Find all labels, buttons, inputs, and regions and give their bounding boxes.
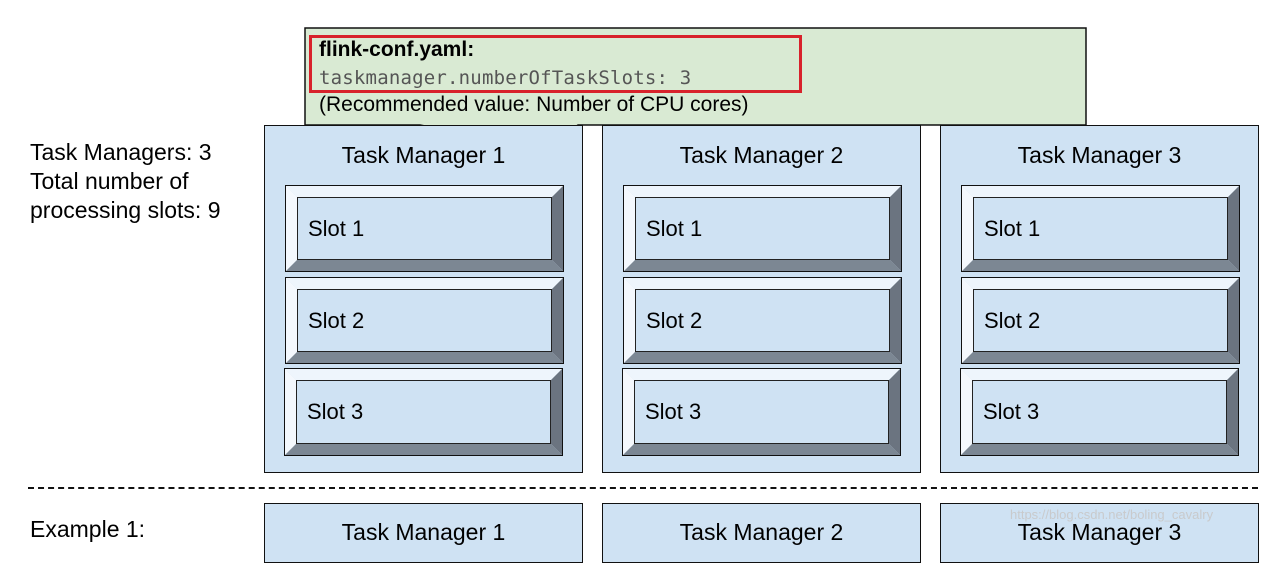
watermark: https://blog.csdn.net/boling_cavalry: [1010, 507, 1214, 522]
task-manager-title: Task Manager 3: [1017, 142, 1182, 168]
task-slot-label: Slot 3: [307, 399, 364, 424]
summary-task-managers: Task Managers: 3: [30, 139, 212, 165]
task-manager-panel: Task Manager 1 Slot 1 Slot 2 Slot 3: [264, 125, 583, 473]
example-task-manager-panel: Task Manager 1: [264, 503, 583, 563]
task-slot: Slot 1: [623, 185, 902, 272]
task-slot: Slot 3: [960, 368, 1239, 456]
task-slot-label: Slot 2: [984, 307, 1041, 333]
task-slot-label: Slot 1: [646, 215, 703, 241]
cluster-summary: Task Managers: 3 Total number of process…: [30, 138, 220, 225]
task-manager-title: Task Manager 1: [341, 519, 506, 545]
task-slot: Slot 2: [961, 277, 1240, 364]
task-manager-title: Task Manager 3: [1017, 519, 1182, 545]
config-setting: taskmanager.numberOfTaskSlots: 3: [319, 67, 692, 89]
section-divider: [28, 487, 1258, 489]
task-manager-title: Task Manager 2: [679, 142, 844, 168]
task-manager-title: Task Manager 2: [679, 519, 844, 545]
config-highlight-box: [309, 35, 802, 93]
task-slot: Slot 3: [284, 368, 563, 456]
summary-total-slots-label: Total number of: [30, 168, 189, 194]
task-slot-label: Slot 1: [308, 215, 365, 241]
task-slot-label: Slot 1: [984, 215, 1041, 241]
task-slot-label: Slot 3: [645, 399, 702, 424]
task-slot-label: Slot 3: [983, 399, 1040, 424]
task-slot: Slot 3: [622, 368, 901, 456]
summary-processing-slots: processing slots: 9: [30, 197, 221, 223]
task-slot-label: Slot 2: [646, 307, 703, 333]
config-filename: flink-conf.yaml:: [319, 38, 475, 61]
task-slot: Slot 2: [285, 277, 564, 364]
task-manager-panel: Task Manager 2 Slot 1 Slot 2 Slot 3: [602, 125, 921, 473]
task-slot: Slot 1: [961, 185, 1240, 272]
config-note: (Recommended value: Number of CPU cores): [319, 93, 749, 116]
task-slot-label: Slot 2: [308, 307, 365, 333]
example-task-manager-panel: Task Manager 2: [602, 503, 921, 563]
task-slot: Slot 2: [623, 277, 902, 364]
task-slot: Slot 1: [285, 185, 564, 272]
task-manager-panel: Task Manager 3 Slot 1 Slot 2 Slot 3: [940, 125, 1259, 473]
example-label: Example 1:: [30, 516, 146, 542]
task-manager-title: Task Manager 1: [341, 142, 506, 168]
